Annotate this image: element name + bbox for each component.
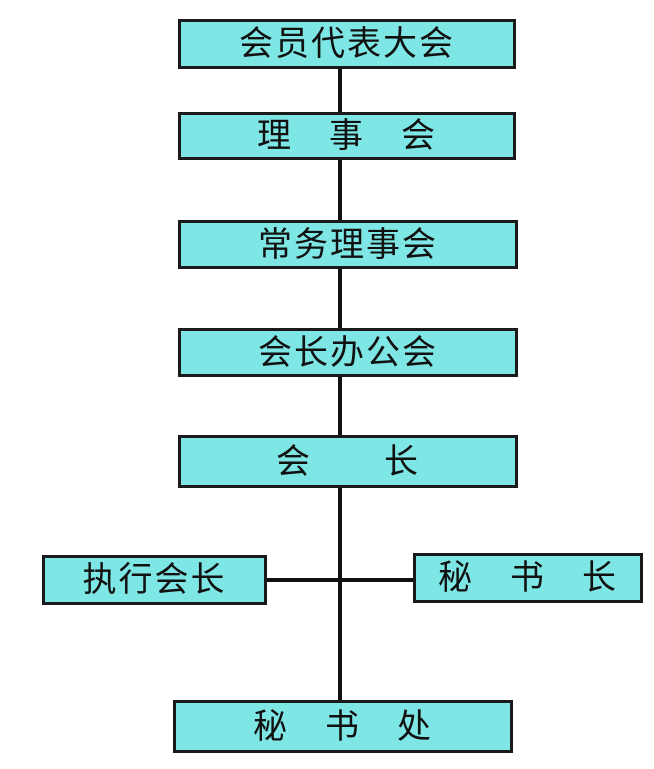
connector-council-standing: [338, 160, 342, 220]
connector-exec-secgen: [267, 578, 413, 582]
connector-president-secretariat: [338, 488, 342, 700]
node-executive-president: 执行会长: [42, 555, 267, 605]
connector-assembly-council: [338, 69, 342, 112]
node-president-office: 会长办公会: [178, 328, 518, 377]
connector-office-president: [338, 377, 342, 435]
node-member-assembly: 会员代表大会: [178, 19, 516, 69]
connector-standing-office: [338, 269, 342, 328]
node-secretary-general: 秘 书 长: [413, 553, 643, 603]
node-president: 会 长: [178, 435, 518, 488]
node-secretariat: 秘 书 处: [173, 700, 513, 753]
node-council: 理 事 会: [178, 112, 516, 160]
node-standing-council: 常务理事会: [178, 220, 518, 269]
